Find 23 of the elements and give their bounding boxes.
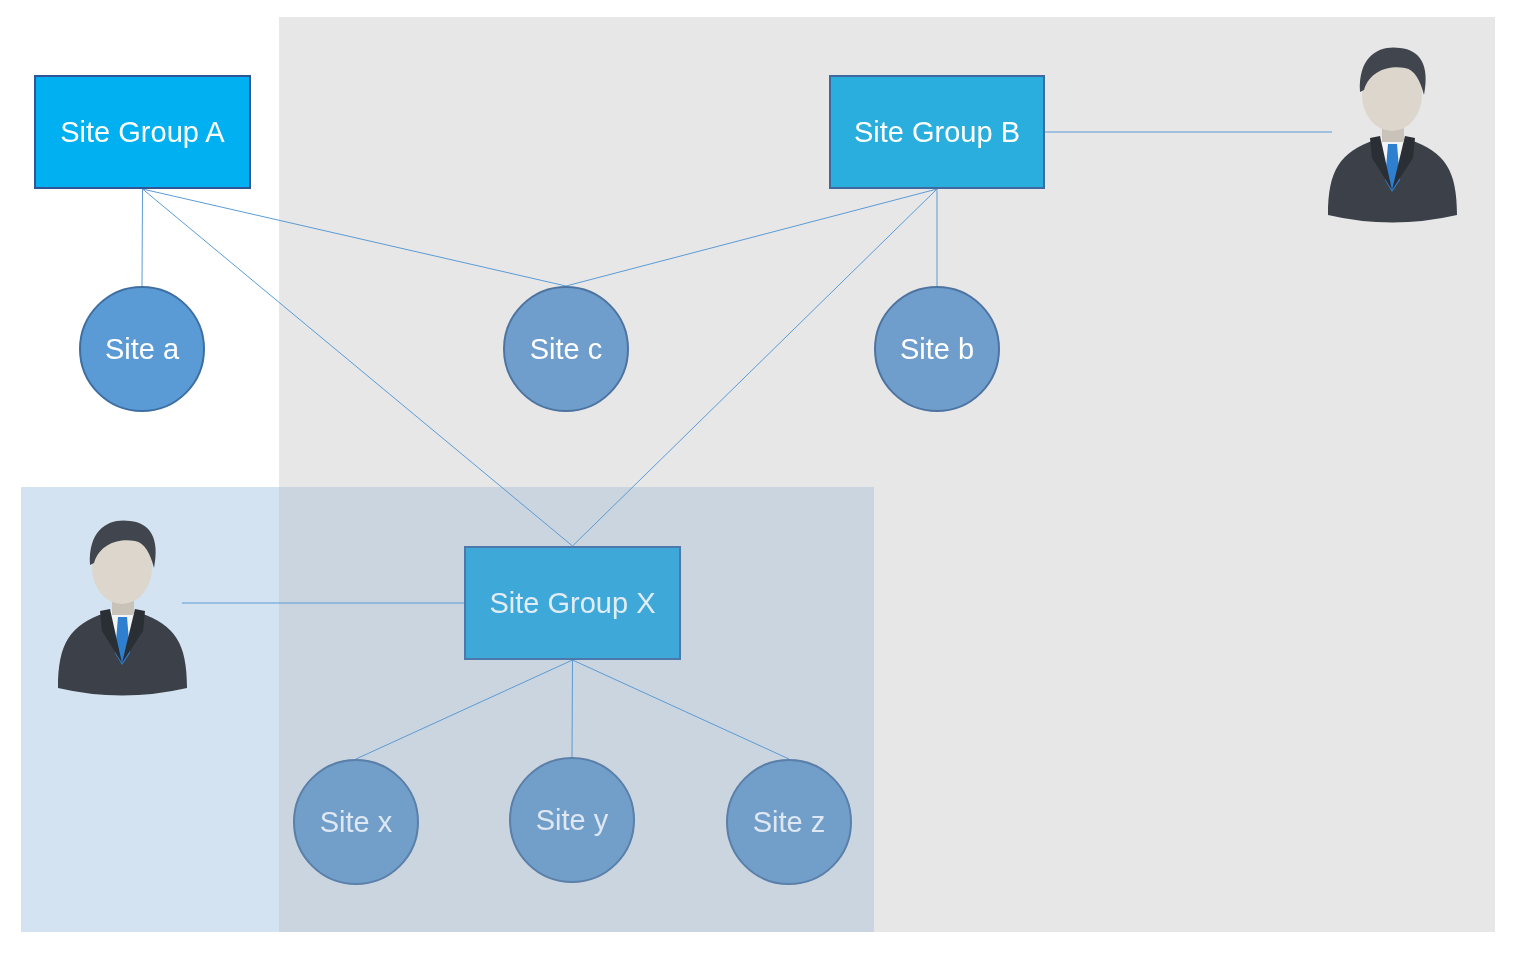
site-label: Site c [528,331,604,367]
group-label: Site Group B [854,115,1020,149]
connector-line [142,188,567,287]
site-group-box [34,75,251,189]
connector-line [142,188,573,547]
site-label: Site z [751,804,827,840]
group-label: Site Group X [489,586,656,620]
connector-line [936,188,938,287]
site-label: Site x [318,804,394,840]
connector-line [572,188,938,547]
connector-line [355,659,573,760]
connector-line [181,602,465,604]
connector-line [1044,131,1333,133]
group-label: Site Group A [60,115,225,149]
connector-line [141,188,143,287]
site-label: Site b [898,331,976,367]
site-label: Site a [103,331,181,367]
connector-line [571,659,573,758]
site-label: Site y [534,802,610,838]
connector-line [572,659,790,760]
site-group-box [829,75,1045,189]
site-group-box [464,546,681,660]
connector-line [565,188,938,287]
